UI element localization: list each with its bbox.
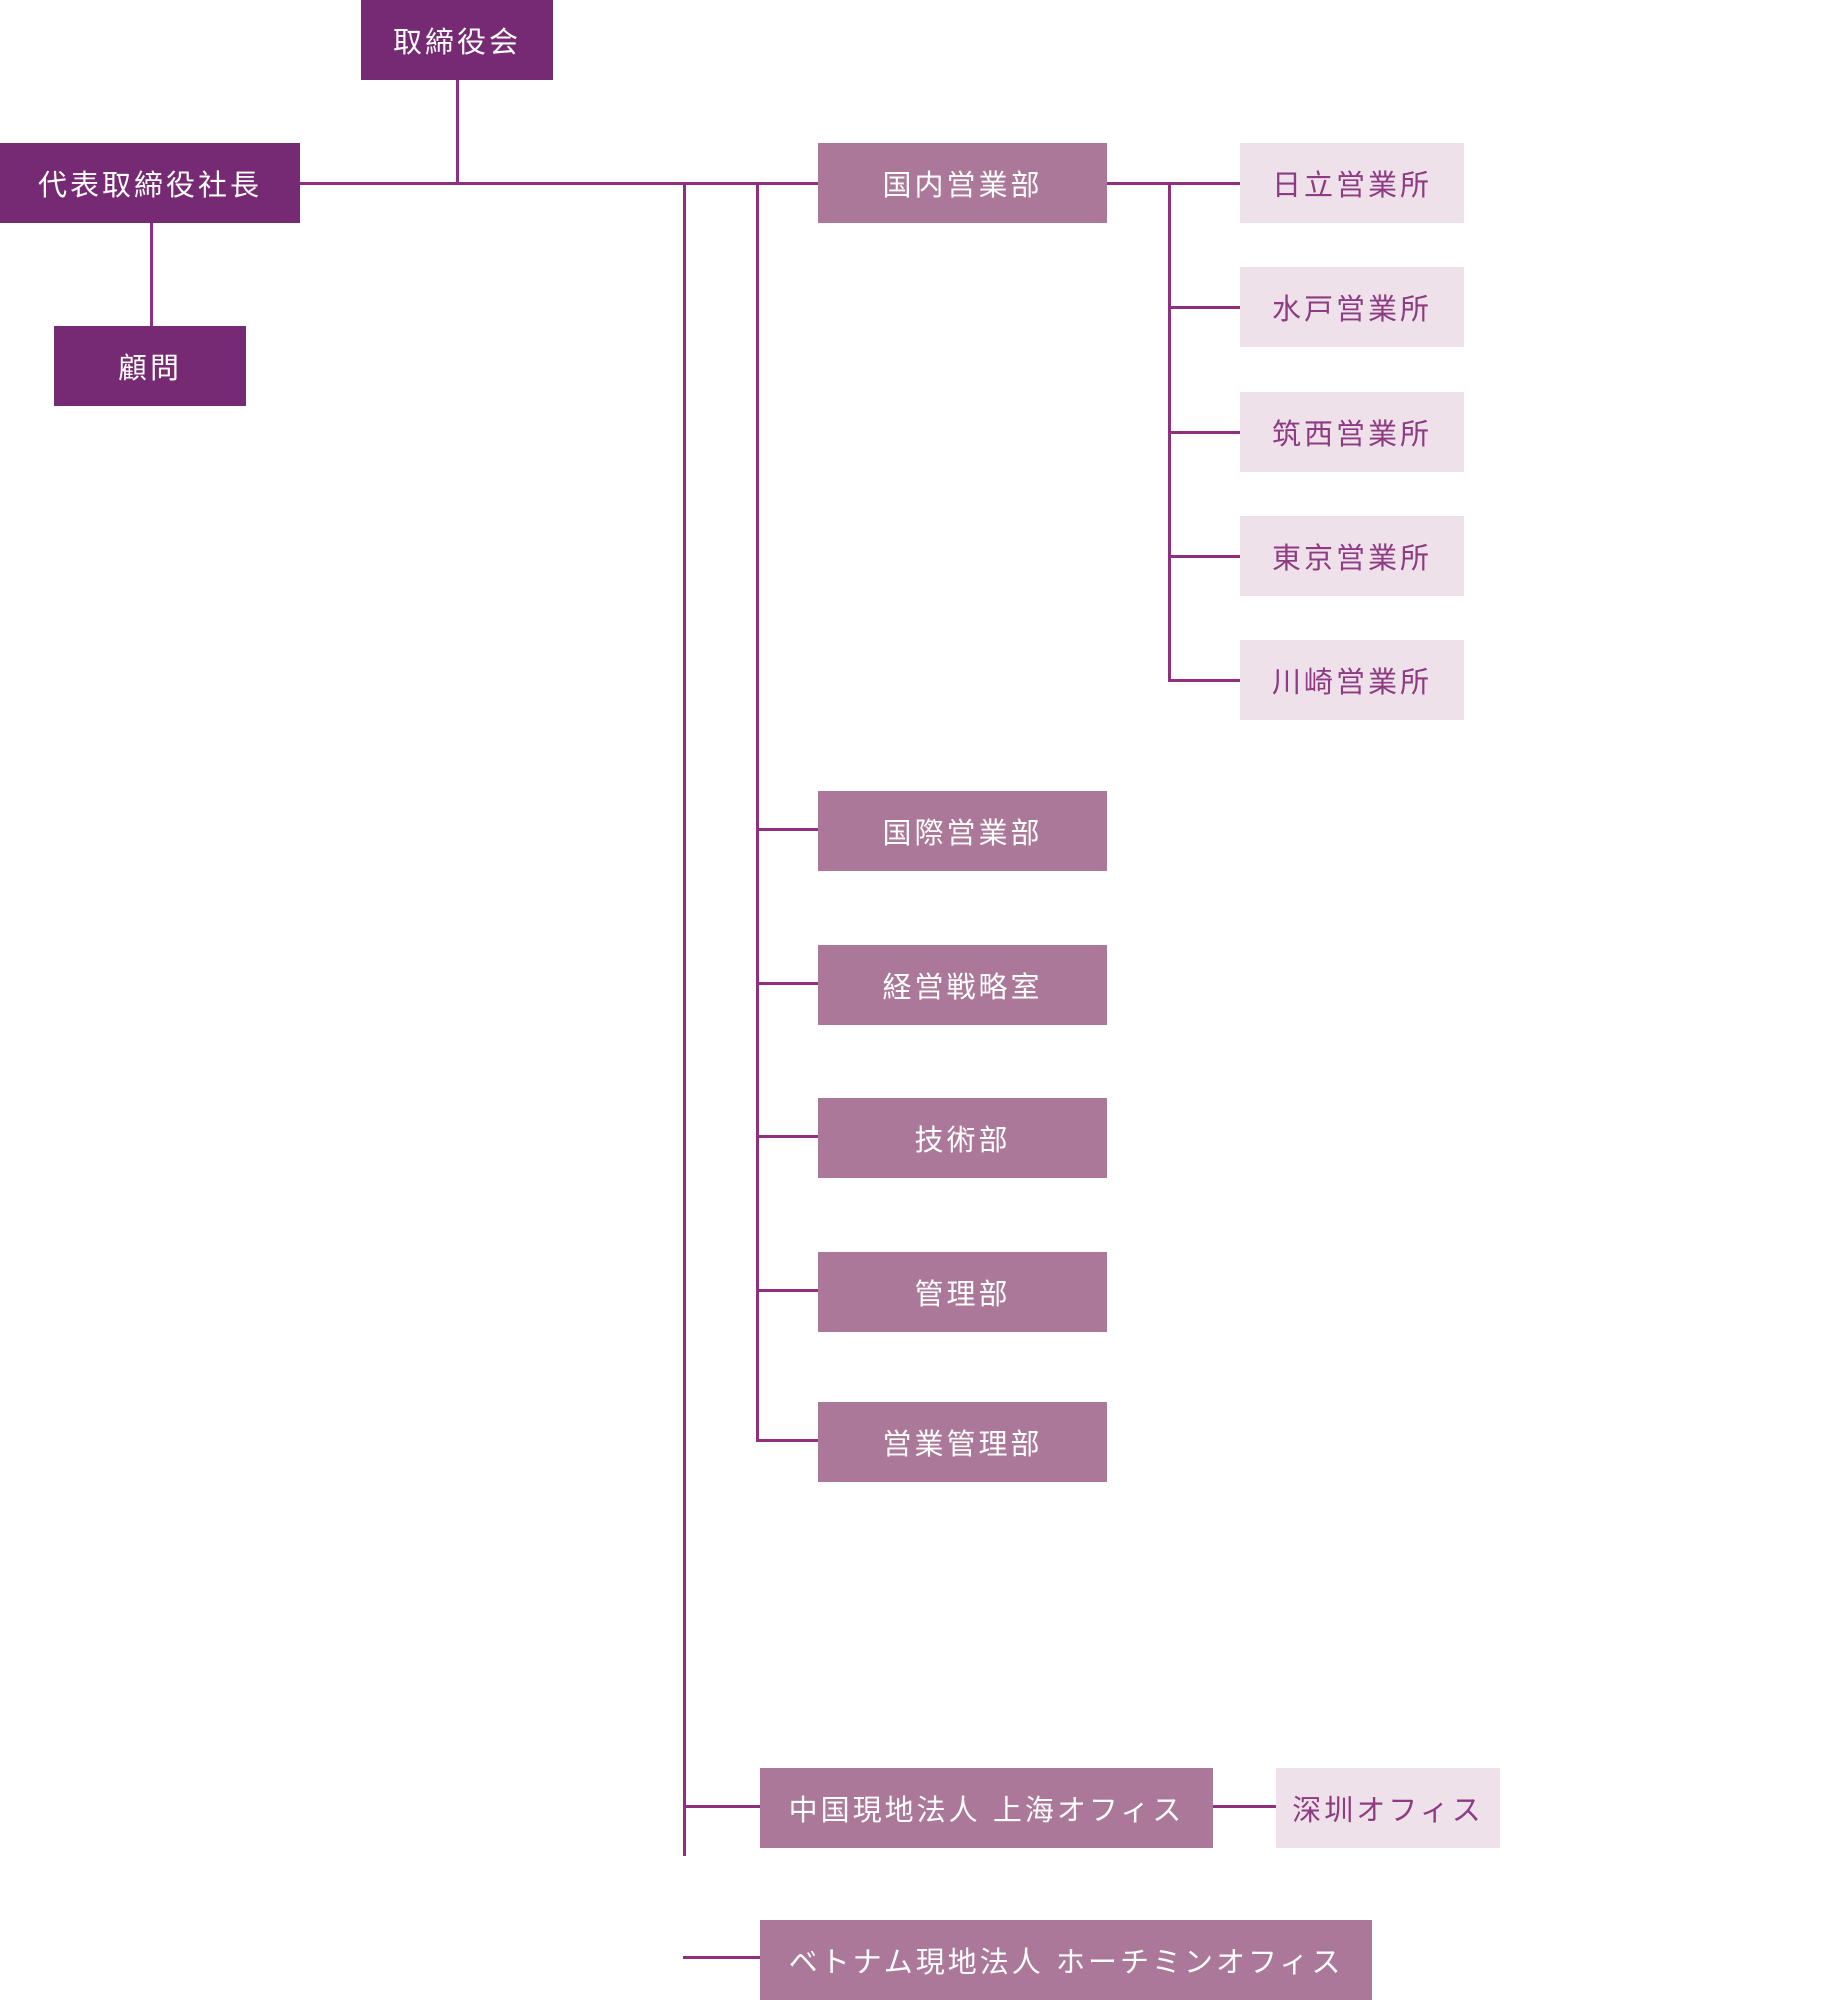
international-sales-box: 国際営業部 <box>818 791 1107 871</box>
connector-office-mito <box>1168 306 1240 309</box>
sales-management-box: 営業管理部 <box>818 1402 1107 1482</box>
connector-domestic-offices-horizontal <box>1106 182 1240 185</box>
office-kawasaki-box: 川崎営業所 <box>1240 640 1464 720</box>
connector-department-trunk <box>756 182 759 1442</box>
connector-office-tokyo <box>1168 555 1240 558</box>
connector-administration <box>756 1289 819 1292</box>
office-hitachi-box: 日立営業所 <box>1240 143 1464 223</box>
technology-box: 技術部 <box>818 1098 1107 1178</box>
office-tokyo-box: 東京営業所 <box>1240 516 1464 596</box>
connector-shenzhen <box>1212 1805 1276 1808</box>
connector-sales-management <box>756 1439 819 1442</box>
connector-technology <box>756 1135 819 1138</box>
connector-main-horizontal <box>299 182 819 185</box>
office-mito-box: 水戸営業所 <box>1240 267 1464 347</box>
connector-subsidiary-trunk <box>683 182 686 1856</box>
china-subsidiary-box: 中国現地法人 上海オフィス <box>760 1768 1213 1848</box>
connector-office-chikusei <box>1168 431 1240 434</box>
president-box: 代表取締役社長 <box>0 143 300 223</box>
board-box: 取締役会 <box>361 0 553 80</box>
administration-box: 管理部 <box>818 1252 1107 1332</box>
office-chikusei-box: 筑西営業所 <box>1240 392 1464 472</box>
strategy-box: 経営戦略室 <box>818 945 1107 1025</box>
connector-vietnam-subsidiary <box>683 1956 760 1959</box>
shenzhen-office-box: 深圳オフィス <box>1276 1768 1500 1848</box>
connector-office-kawasaki <box>1168 679 1240 682</box>
connector-strategy <box>756 982 819 985</box>
connector-advisor <box>150 222 153 405</box>
domestic-sales-box: 国内営業部 <box>818 143 1107 223</box>
connector-board-vertical <box>456 79 459 183</box>
connector-international-sales <box>756 828 819 831</box>
vietnam-subsidiary-box: ベトナム現地法人 ホーチミンオフィス <box>760 1920 1372 2000</box>
connector-china-subsidiary <box>683 1805 760 1808</box>
advisor-box: 顧問 <box>54 326 246 406</box>
